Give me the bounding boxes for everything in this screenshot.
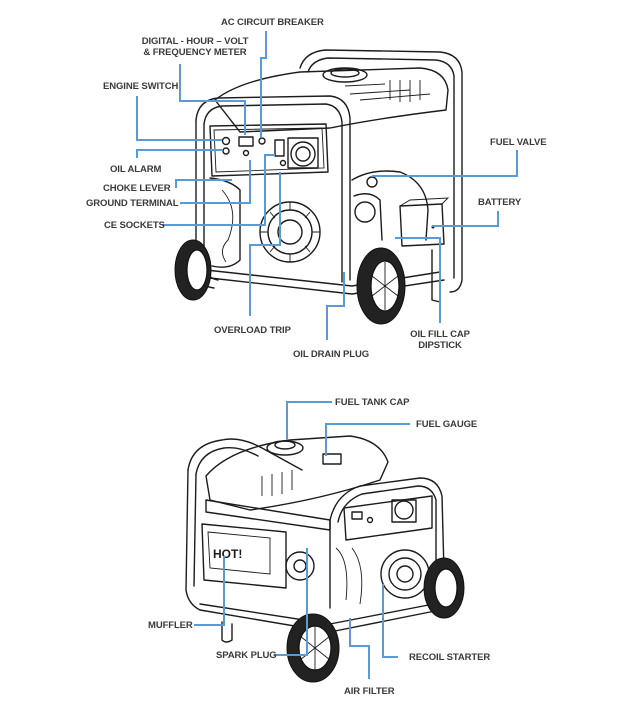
top-generator-illustration <box>174 49 463 325</box>
hot-warning-sign: HOT! <box>213 547 242 561</box>
label-overload-trip: OVERLOAD TRIP <box>214 325 291 336</box>
label-ac-circuit-breaker: AC CIRCUIT BREAKER <box>221 17 324 28</box>
leader-ce-sockets <box>162 154 275 226</box>
bottom-leader-lines <box>194 401 410 679</box>
leader-oil-drain-plug <box>326 272 345 340</box>
leader-oil-alarm <box>136 149 222 158</box>
label-ce-sockets: CE SOCKETS <box>104 220 165 231</box>
label-fuel-gauge: FUEL GAUGE <box>416 419 478 430</box>
label-oil-alarm: OIL ALARM <box>110 164 162 175</box>
leader-air-filter <box>349 618 370 679</box>
leader-meter <box>179 64 246 135</box>
label-oil-fill-cap-dipstick: OIL FILL CAP DIPSTICK <box>408 329 472 351</box>
leader-fuel-gauge <box>325 423 410 456</box>
leader-choke-lever <box>175 179 232 188</box>
leader-fuel-valve <box>372 150 518 177</box>
label-muffler: MUFFLER <box>148 620 193 631</box>
leader-fuel-tank-cap <box>286 401 332 440</box>
label-recoil-starter: RECOIL STARTER <box>409 652 491 663</box>
leader-spark-plug <box>274 548 308 656</box>
leader-muffler <box>194 556 225 626</box>
label-choke-lever: CHOKE LEVER <box>103 183 171 194</box>
label-engine-switch: ENGINE SWITCH <box>103 81 179 92</box>
leader-recoil-starter <box>382 584 398 658</box>
label-dipstick: DIPSTICK <box>418 340 462 351</box>
label-digital-meter: DIGITAL - HOUR – VOLT & FREQUENCY METER <box>128 36 262 58</box>
label-battery: BATTERY <box>478 197 522 208</box>
leader-oil-fill-cap <box>395 237 441 323</box>
label-ground-terminal: GROUND TERMINAL <box>86 198 179 209</box>
leader-battery <box>432 211 499 227</box>
bottom-generator-illustration: HOT! <box>185 435 465 683</box>
leader-ac-circuit-breaker <box>260 31 267 138</box>
label-digital-meter-line2: & FREQUENCY METER <box>143 47 247 58</box>
label-air-filter: AIR FILTER <box>344 686 395 697</box>
leader-overload-trip <box>249 172 281 316</box>
label-oil-fill-cap: OIL FILL CAP <box>410 329 470 340</box>
label-oil-drain-plug: OIL DRAIN PLUG <box>293 349 370 360</box>
leader-ground-terminal <box>180 160 251 204</box>
label-digital-meter-line1: DIGITAL - HOUR – VOLT <box>141 36 249 47</box>
top-leader-lines <box>136 31 518 340</box>
label-fuel-valve: FUEL VALVE <box>490 137 547 148</box>
label-spark-plug: SPARK PLUG <box>216 650 277 661</box>
leader-engine-switch <box>136 96 222 141</box>
label-fuel-tank-cap: FUEL TANK CAP <box>335 397 410 408</box>
